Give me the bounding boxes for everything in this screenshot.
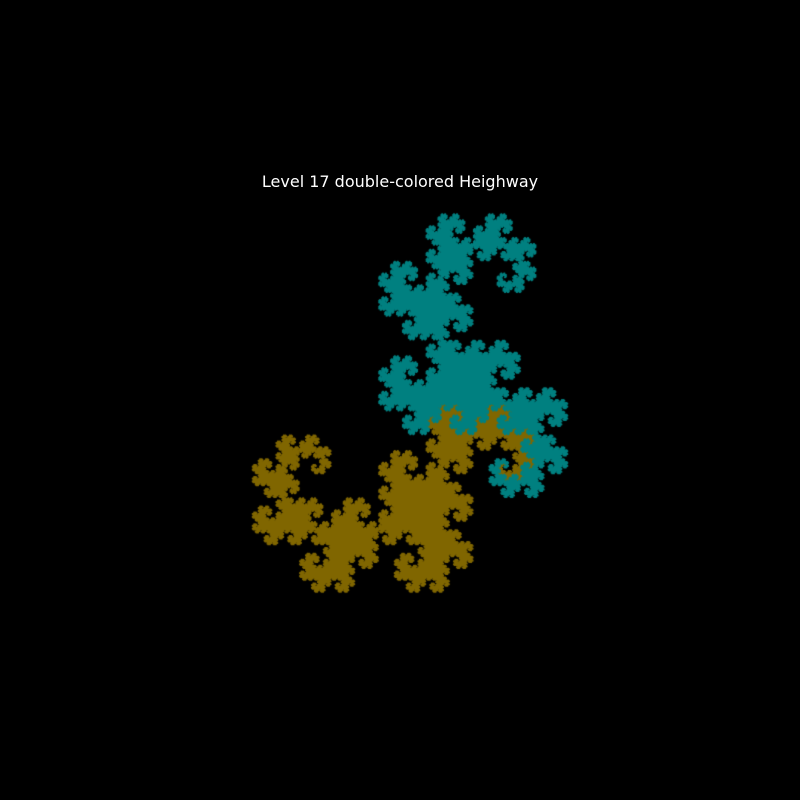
figure-title: Level 17 double-colored Heighway	[261, 172, 539, 191]
